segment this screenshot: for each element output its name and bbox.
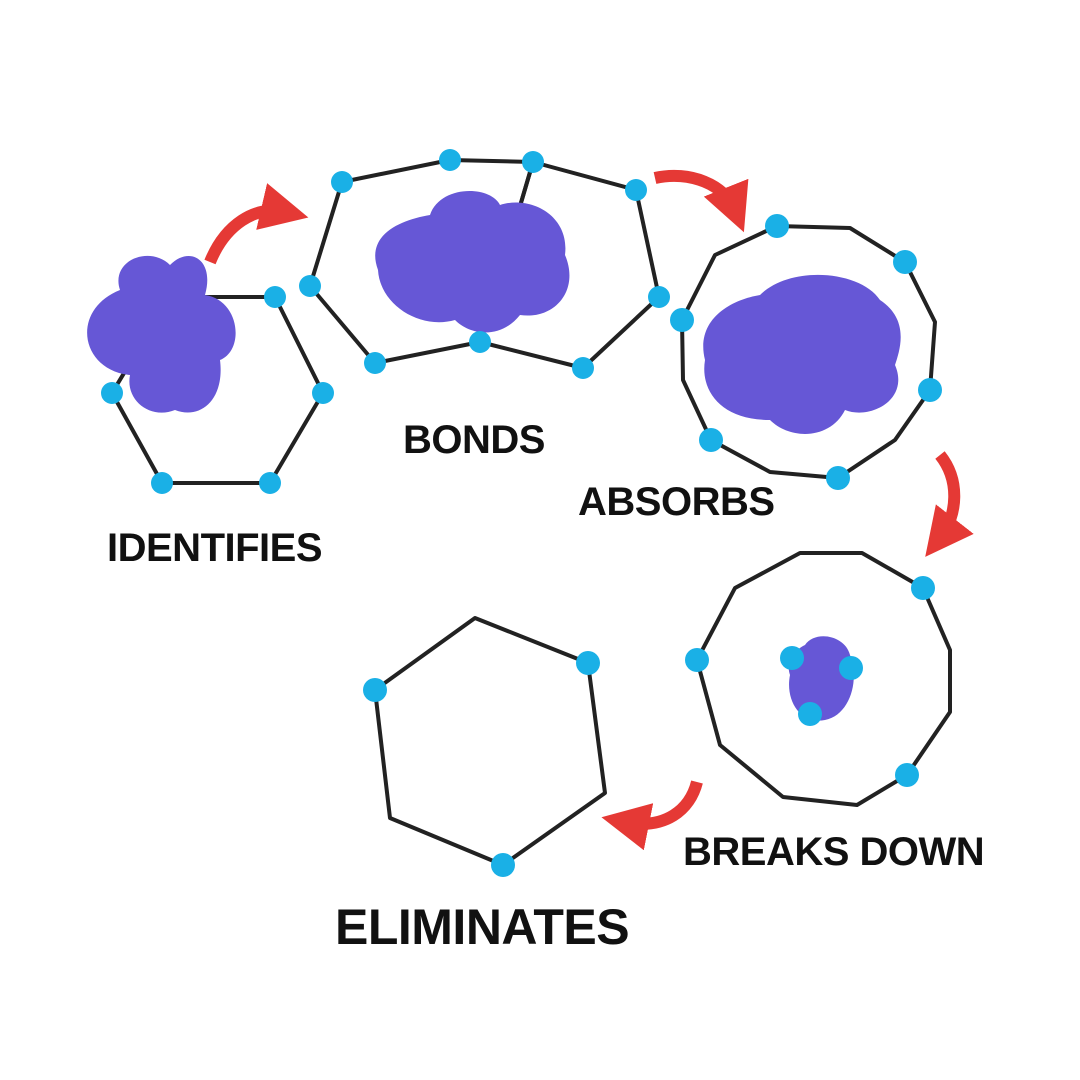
label-breaks-down: BREAKS DOWN (683, 830, 985, 874)
blob-breaks-down (788, 636, 854, 721)
label-bonds: BONDS (403, 418, 545, 462)
cell-absorbs (680, 224, 937, 480)
label-identifies: IDENTIFIES (107, 526, 323, 570)
blob-absorbs (703, 274, 901, 434)
blob-identifies (87, 255, 236, 413)
arrow-1 (204, 183, 309, 265)
blob-bonds (375, 191, 570, 333)
label-absorbs: ABSORBS (578, 480, 775, 524)
label-eliminates: ELIMINATES (335, 899, 630, 955)
arrow-2 (653, 169, 749, 233)
arrow-3 (925, 451, 974, 557)
cell-breaks-down (695, 551, 952, 807)
arrow-4 (601, 780, 703, 851)
cell-eliminates (373, 616, 607, 867)
